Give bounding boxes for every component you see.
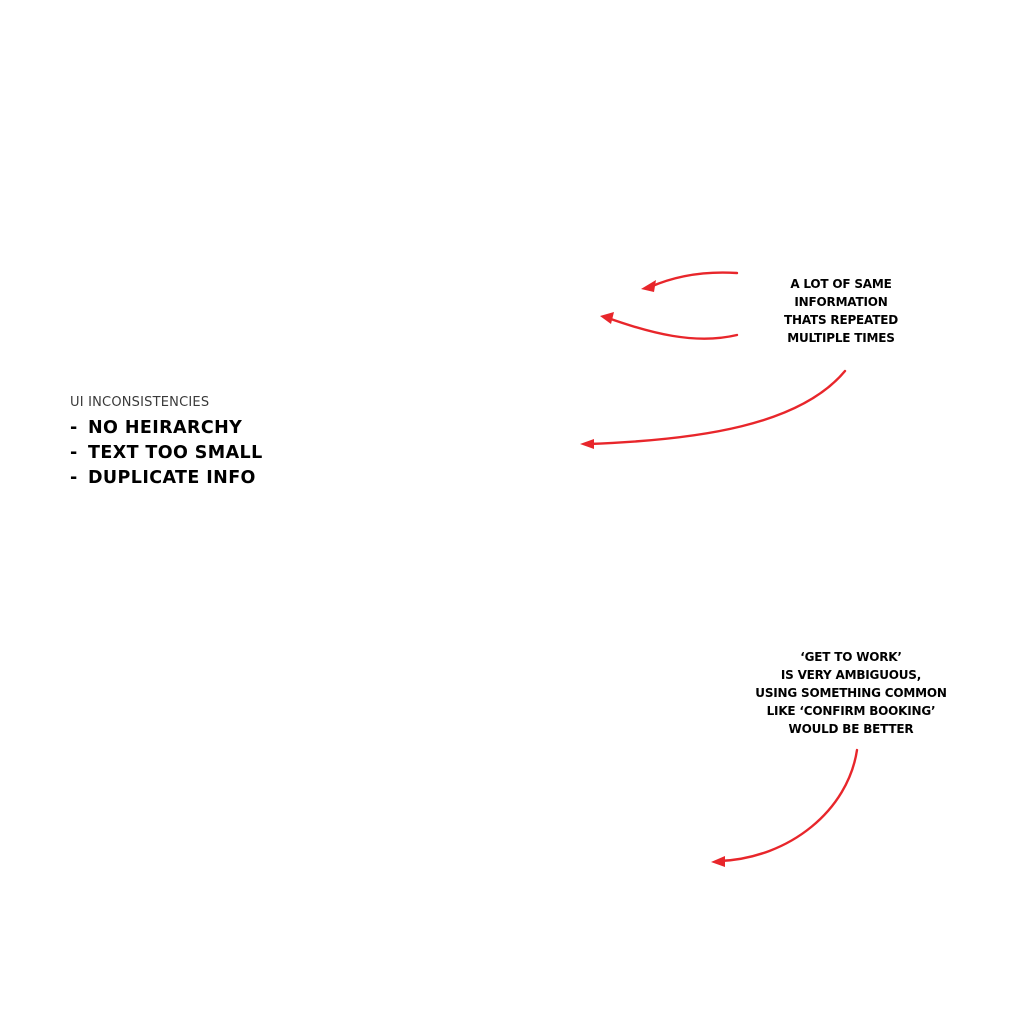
curved-arrow-icon [648, 271, 739, 289]
arrowhead-icon [711, 856, 725, 867]
issue-label: DUPLICATE INFO [88, 468, 256, 488]
note-line: USING SOMETHING COMMON [755, 686, 947, 700]
curved-arrow-icon [606, 316, 739, 340]
note-line: INFORMATION [794, 295, 888, 309]
note-line: WOULD BE BETTER [788, 722, 914, 736]
issue-item-text-size: -TEXT TOO SMALL [70, 441, 370, 466]
note-line: IS VERY AMBIGUOUS, [780, 668, 922, 682]
bullet-dash: - [70, 468, 78, 488]
note-line: ‘GET TO WORK’ [800, 650, 902, 664]
ui-inconsistencies-list: UI INCONSISTENCIES -NO HEIRARCHY -TEXT T… [70, 394, 370, 491]
note-line: LIKE ‘CONFIRM BOOKING’ [766, 704, 936, 718]
note-line: MULTIPLE TIMES [787, 331, 895, 345]
arrowhead-icon [600, 312, 614, 324]
note-repeated-information: A LOT OF SAME INFORMATION THATS REPEATED… [750, 275, 932, 347]
issue-label: TEXT TOO SMALL [88, 443, 263, 463]
note-line: A LOT OF SAME [790, 277, 892, 291]
issues-items: -NO HEIRARCHY -TEXT TOO SMALL -DUPLICATE… [70, 416, 370, 491]
issue-item-hierarchy: -NO HEIRARCHY [70, 416, 370, 441]
bullet-dash: - [70, 443, 78, 463]
arrowhead-icon [641, 280, 656, 292]
issue-item-duplicate-info: -DUPLICATE INFO [70, 466, 370, 491]
curved-arrow-icon [718, 748, 859, 863]
note-cta-label: ‘GET TO WORK’ IS VERY AMBIGUOUS, USING S… [730, 648, 972, 738]
curved-arrow-icon [586, 369, 847, 446]
note-line: THATS REPEATED [784, 313, 898, 327]
issues-heading: UI INCONSISTENCIES [70, 395, 210, 410]
bullet-dash: - [70, 418, 78, 438]
arrowhead-icon [580, 439, 594, 449]
issue-label: NO HEIRARCHY [88, 418, 243, 438]
